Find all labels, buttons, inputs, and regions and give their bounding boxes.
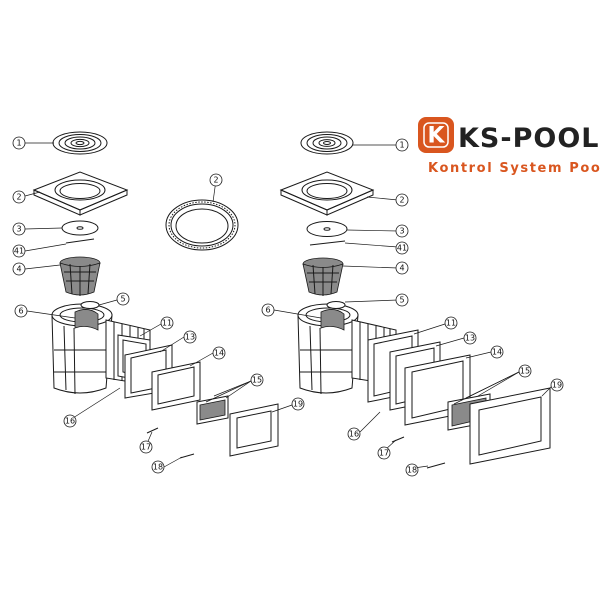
callout-6: 6 <box>14 304 28 318</box>
lid-part <box>52 131 108 155</box>
logo-letter: K <box>427 124 445 149</box>
basket-part <box>302 257 344 296</box>
callout-4: 4 <box>395 261 409 275</box>
svg-text:2: 2 <box>16 193 21 202</box>
callout-3: 3 <box>395 224 409 238</box>
rod-part <box>65 238 95 244</box>
callout-16: 16 <box>347 427 361 441</box>
svg-text:18: 18 <box>153 463 163 472</box>
screw-part <box>146 427 159 434</box>
callout-5: 5 <box>395 293 409 307</box>
svg-text:11: 11 <box>446 319 456 328</box>
callout-2: 2 <box>395 193 409 207</box>
svg-text:2: 2 <box>213 176 218 185</box>
svg-text:41: 41 <box>14 247 24 256</box>
disc-part <box>306 221 348 237</box>
pin-part <box>179 453 195 459</box>
svg-text:3: 3 <box>399 227 404 236</box>
svg-text:4: 4 <box>16 265 21 274</box>
svg-text:19: 19 <box>293 400 303 409</box>
svg-text:17: 17 <box>141 443 151 452</box>
brand-name: KS-POOL <box>458 123 599 154</box>
svg-text:17: 17 <box>379 449 389 458</box>
collar-part <box>279 171 375 216</box>
callout-2: 2 <box>12 190 26 204</box>
callout-17: 17 <box>139 440 153 454</box>
skimmer-right-assembly <box>279 131 551 469</box>
callout-15: 15 <box>250 373 264 387</box>
lid-part <box>300 131 354 155</box>
svg-text:5: 5 <box>120 295 125 304</box>
svg-text:5: 5 <box>399 296 404 305</box>
callouts-middle: 2 <box>209 173 223 187</box>
svg-text:15: 15 <box>252 376 262 385</box>
callout-17: 17 <box>377 446 391 460</box>
callouts-left: 1 2 3 41 4 5 6 11 13 14 15 16 17 18 19 <box>12 136 305 474</box>
callout-41: 41 <box>12 244 26 258</box>
callout-1: 1 <box>12 136 26 150</box>
callout-13: 13 <box>183 330 197 344</box>
callout-2-ring: 2 <box>209 173 223 187</box>
callout-5: 5 <box>116 292 130 306</box>
svg-text:1: 1 <box>399 141 404 150</box>
callouts-right: 1 2 3 41 4 5 6 11 13 14 15 16 17 18 19 <box>261 138 564 477</box>
callout-11: 11 <box>160 316 174 330</box>
callout-15: 15 <box>518 364 532 378</box>
faceplate-part <box>469 387 551 465</box>
svg-text:3: 3 <box>16 225 21 234</box>
callout-13: 13 <box>463 331 477 345</box>
callout-3: 3 <box>12 222 26 236</box>
pin-part <box>426 462 446 469</box>
svg-text:14: 14 <box>214 349 224 358</box>
brand-logo: K KS-POOL Kontrol System Pool <box>418 117 600 176</box>
svg-text:1: 1 <box>16 139 21 148</box>
callout-16: 16 <box>63 414 77 428</box>
basket-part <box>59 256 101 296</box>
svg-text:14: 14 <box>492 348 502 357</box>
callout-4: 4 <box>12 262 26 276</box>
callout-19: 19 <box>291 397 305 411</box>
brand-tagline: Kontrol System Pool <box>428 161 600 176</box>
svg-text:16: 16 <box>349 430 359 439</box>
logo-icon: K <box>418 117 454 153</box>
svg-text:2: 2 <box>399 196 404 205</box>
svg-text:13: 13 <box>185 333 195 342</box>
svg-text:6: 6 <box>265 306 270 315</box>
svg-text:41: 41 <box>397 244 407 253</box>
svg-text:4: 4 <box>399 264 404 273</box>
callout-14: 14 <box>490 345 504 359</box>
leader-lines <box>24 142 554 469</box>
callout-1: 1 <box>395 138 409 152</box>
skimmer-body-part <box>51 301 151 395</box>
callout-41: 41 <box>395 241 409 255</box>
callout-11: 11 <box>444 316 458 330</box>
extension-ring-assembly <box>165 199 239 251</box>
rod-part <box>309 240 346 246</box>
callout-6: 6 <box>261 303 275 317</box>
svg-text:19: 19 <box>552 381 562 390</box>
collar-part <box>32 171 129 216</box>
svg-text:6: 6 <box>18 307 23 316</box>
callout-14: 14 <box>212 346 226 360</box>
callout-18: 18 <box>151 460 165 474</box>
skimmer-left-assembly <box>32 131 279 459</box>
callout-18: 18 <box>405 463 419 477</box>
disc-part <box>61 220 99 236</box>
callout-19: 19 <box>550 378 564 392</box>
svg-text:11: 11 <box>162 319 172 328</box>
svg-text:13: 13 <box>465 334 475 343</box>
svg-text:18: 18 <box>407 466 417 475</box>
svg-text:16: 16 <box>65 417 75 426</box>
svg-text:15: 15 <box>520 367 530 376</box>
screw-part <box>391 436 405 443</box>
